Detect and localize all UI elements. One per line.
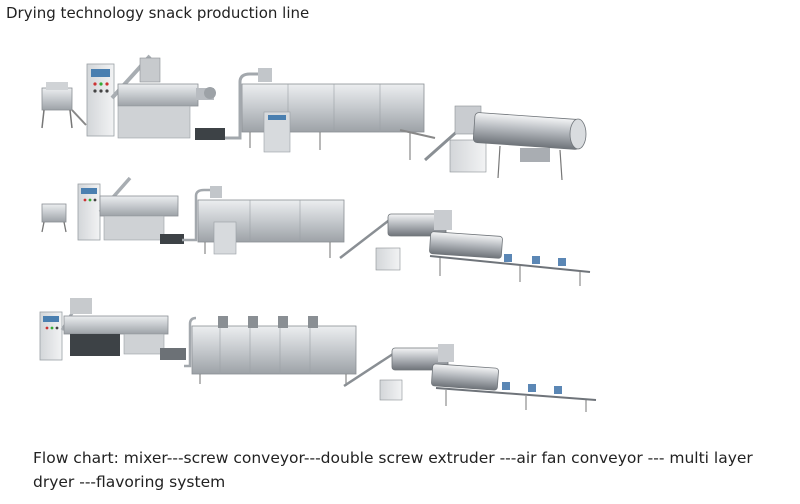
production-line-3 — [39, 298, 597, 412]
caption-line-1: Flow chart: mixer---screw conveyor---dou… — [33, 449, 753, 467]
control-cabinet-1 — [86, 63, 115, 137]
multi-layer-dryer-3 — [191, 316, 357, 386]
flavoring-system-2 — [339, 210, 591, 286]
flavoring-system-3 — [343, 344, 597, 412]
production-line-2 — [41, 176, 591, 286]
multi-layer-dryer-1 — [241, 83, 436, 160]
twin-screw-extruder-2 — [99, 195, 184, 244]
production-line-photos — [39, 54, 597, 412]
page-title: Drying technology snack production line — [6, 4, 310, 22]
mixer-1 — [41, 82, 87, 129]
control-cabinet-2 — [77, 183, 101, 241]
flow-chart-caption: Flow chart: mixer---screw conveyor---dou… — [33, 446, 753, 494]
production-line-1 — [41, 54, 587, 181]
flavoring-system-1 — [424, 105, 587, 181]
mixer-2 — [41, 203, 67, 233]
caption-line-2: dryer ---flavoring system — [33, 473, 226, 491]
multi-layer-dryer-2 — [197, 199, 345, 258]
control-cabinet-3 — [39, 311, 63, 361]
twin-screw-extruder-3 — [60, 298, 186, 360]
twin-screw-extruder-1 — [117, 83, 225, 140]
